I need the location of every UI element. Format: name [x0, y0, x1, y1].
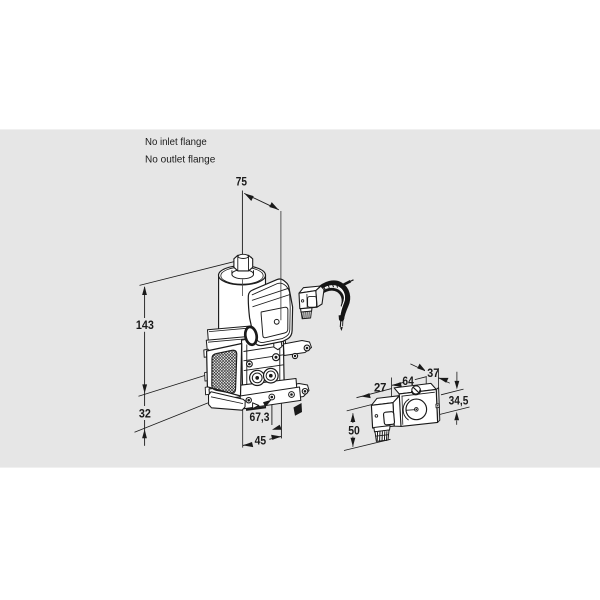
svg-text:64: 64 [402, 376, 414, 388]
svg-text:34,5: 34,5 [449, 395, 469, 407]
svg-text:No inlet flange: No inlet flange [145, 137, 207, 148]
svg-text:50: 50 [348, 426, 360, 438]
svg-text:143: 143 [136, 320, 154, 332]
svg-text:67,3: 67,3 [250, 412, 270, 424]
svg-text:37: 37 [427, 368, 439, 380]
svg-text:45: 45 [255, 436, 267, 448]
svg-text:32: 32 [139, 408, 151, 420]
svg-text:No outlet flange: No outlet flange [145, 154, 216, 165]
svg-text:27: 27 [374, 382, 387, 394]
svg-text:75: 75 [236, 176, 248, 188]
